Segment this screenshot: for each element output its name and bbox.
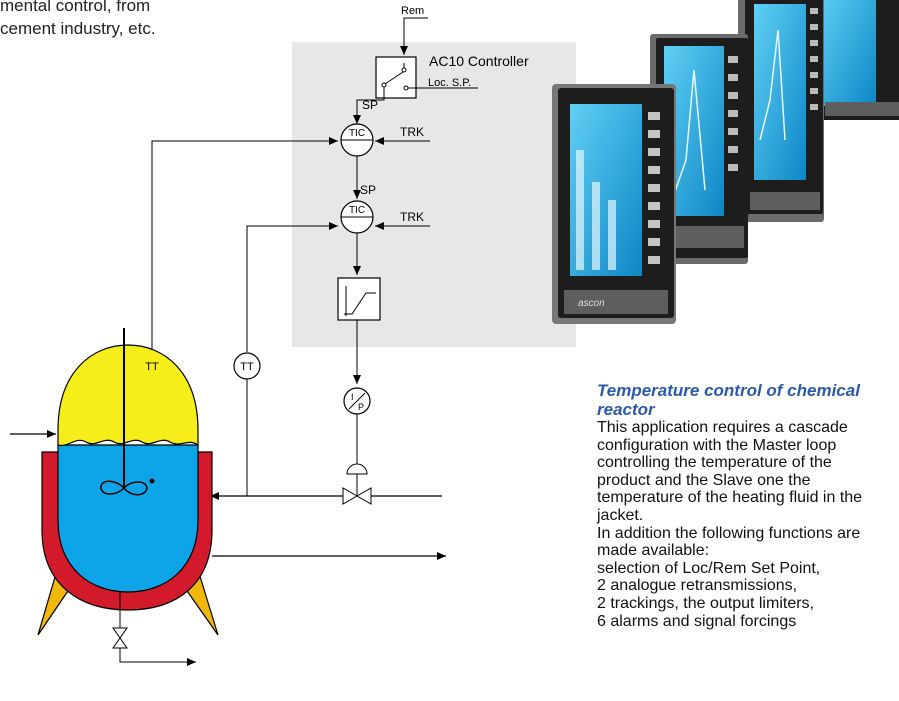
output-limiter-block [337, 277, 381, 321]
caption-line: temperature of the heating fluid in the [597, 489, 863, 507]
tt-product-label: TT [145, 361, 159, 373]
controller-device-1: ascon [552, 84, 676, 324]
tic-master-label: TIC [349, 128, 365, 139]
loc-sp-label: Loc. S.P. [428, 77, 471, 89]
device-brand-label: ascon [578, 298, 605, 309]
sp-label-2: SP [360, 183, 376, 197]
tic-slave-label: TIC [349, 205, 365, 216]
intro-text: mental control, from cement industry, et… [0, 0, 230, 40]
caption-title-line: reactor [597, 400, 655, 419]
ip-label-i: I [351, 392, 354, 402]
caption-title-line: Temperature control of chemical [597, 381, 860, 400]
selector-switch [375, 56, 417, 99]
caption-line: made available: [597, 542, 710, 560]
caption-title: Temperature control of chemical reactor [597, 381, 897, 419]
controller-label: AC10 Controller [429, 53, 529, 69]
caption-line: product and the Slave one the [597, 471, 811, 489]
caption-line: This application requires a cascade [597, 419, 848, 436]
caption-line: 6 alarms and signal forcings [597, 612, 797, 630]
intro-line: cement industry, etc. [0, 19, 156, 38]
tt-jacket-label: TT [240, 361, 254, 373]
caption-line: In addition the following functions are [597, 524, 861, 542]
caption-line: controlling the temperature of the [597, 454, 832, 472]
controller-device-4 [812, 0, 899, 120]
caption-body: This application requires a cascade conf… [597, 419, 897, 630]
caption-line: jacket. [597, 506, 644, 524]
trk-label-2: TRK [400, 210, 424, 224]
sp-label-1: SP [362, 98, 378, 112]
rem-label: Rem [401, 5, 424, 17]
intro-line: mental control, from [0, 0, 151, 15]
ip-label-p: P [358, 402, 364, 412]
control-valve-symbol [342, 463, 372, 505]
chemical-reactor [10, 328, 446, 666]
caption-line: 2 trackings, the output limiters, [597, 594, 814, 612]
application-caption: Temperature control of chemical reactor … [597, 381, 897, 630]
caption-line: 2 analogue retransmissions, [597, 577, 798, 595]
caption-line: configuration with the Master loop [597, 436, 837, 454]
controller-device-3 [738, 0, 824, 222]
trk-label-1: TRK [400, 125, 424, 139]
caption-line: selection of Loc/Rem Set Point, [597, 559, 821, 577]
